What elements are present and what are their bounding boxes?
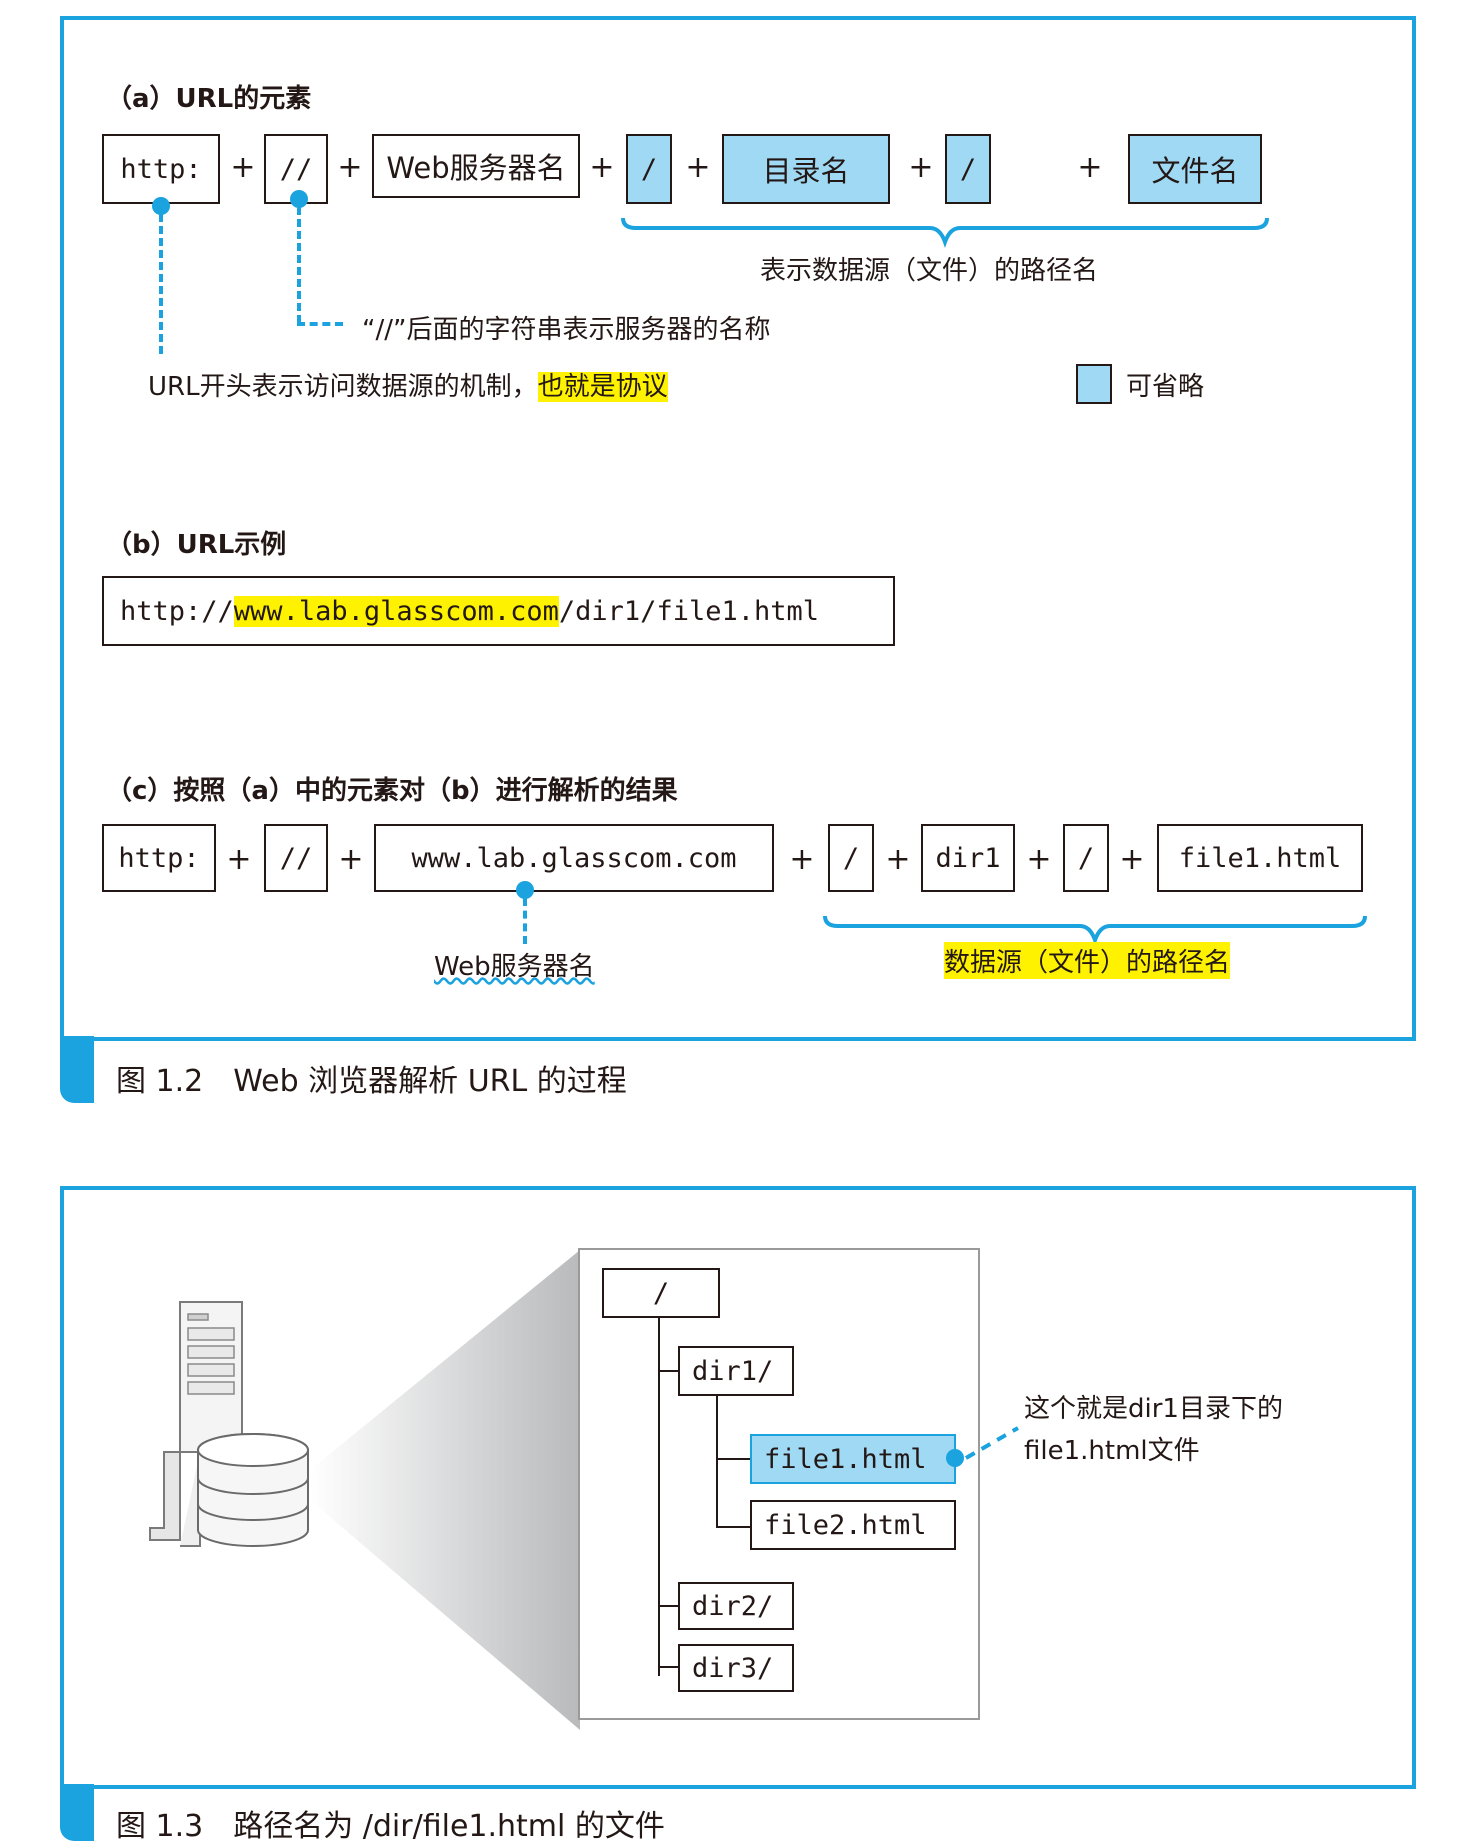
parsed-http: http: (102, 824, 216, 892)
url-element-dir-optional: 目录名 (722, 134, 890, 204)
plus-sign: + (1119, 842, 1145, 877)
file1-note-line2: file1.html文件 (1024, 1436, 1200, 1466)
tree-dir1: dir1/ (678, 1346, 794, 1396)
tree-root: / (602, 1268, 720, 1318)
section-b-title: （b）URL示例 (106, 530, 287, 560)
parsed-dir: dir1 (921, 824, 1015, 892)
tree-file2: file2.html (750, 1500, 956, 1550)
plus-sign: + (589, 150, 615, 185)
tree-line (716, 1526, 752, 1528)
plus-sign: + (789, 842, 815, 877)
url-example-scheme: http:// (120, 595, 234, 627)
path-label: 数据源（文件）的路径名 (944, 942, 1231, 979)
section-a-title: （a）URL的元素 (106, 84, 312, 114)
callout-line (965, 1426, 1019, 1460)
path-brace-label: 表示数据源（文件）的路径名 (760, 256, 1099, 286)
plus-sign: + (885, 842, 911, 877)
section-c-title: （c）按照（a）中的元素对（b）进行解析的结果 (106, 776, 678, 806)
file1-note-line1: 这个就是dir1目录下的 (1024, 1394, 1283, 1424)
tree-line (658, 1605, 680, 1607)
path-brace (621, 217, 1269, 248)
legend-swatch (1076, 364, 1112, 404)
zoom-projection (310, 1250, 580, 1730)
tree-line (658, 1318, 660, 1676)
url-element-server: Web服务器名 (372, 134, 580, 198)
url-element-slash-optional: / (626, 134, 672, 204)
parsed-slash: / (828, 824, 874, 892)
server-database-icon (149, 1301, 309, 1547)
callout-line (159, 214, 163, 354)
legend-label: 可省略 (1126, 372, 1205, 402)
directory-tree-panel (578, 1248, 980, 1720)
callout-dot (152, 197, 170, 215)
callout-line (523, 898, 527, 944)
callout-line (297, 207, 301, 323)
note-scheme-text: URL开头表示访问数据源的机制， (148, 372, 538, 402)
plus-sign: + (685, 150, 711, 185)
tree-dir3: dir3/ (678, 1644, 794, 1692)
parsed-server: www.lab.glasscom.com (374, 824, 774, 892)
plus-sign: + (338, 842, 364, 877)
url-example-box: http://www.lab.glasscom.com/dir1/file1.h… (102, 576, 895, 646)
callout-line (297, 322, 343, 326)
parsed-slashes: // (264, 824, 328, 892)
figure-1-2-caption: 图 1.2 Web 浏览器解析 URL 的过程 (116, 1064, 627, 1099)
plus-sign: + (908, 150, 934, 185)
plus-sign: + (230, 150, 256, 185)
url-example-host: www.lab.glasscom.com (233, 595, 559, 627)
note-slashes: “//”后面的字符串表示服务器的名称 (362, 315, 771, 345)
url-example-path: /dir1/file1.html (558, 595, 819, 627)
callout-dot (516, 881, 534, 899)
parsed-file: file1.html (1157, 824, 1363, 892)
tree-line (716, 1458, 752, 1460)
caption-tab (60, 1784, 94, 1841)
server-label: Web服务器名 (434, 952, 595, 982)
plus-sign: + (337, 150, 363, 185)
plus-sign: + (226, 842, 252, 877)
figure-1-3-caption: 图 1.3 路径名为 /dir/file1.html 的文件 (116, 1809, 665, 1844)
note-scheme-highlight: 也就是协议 (537, 372, 668, 402)
url-element-slash-optional: / (945, 134, 991, 204)
tree-line (716, 1396, 718, 1526)
plus-sign: + (1077, 150, 1103, 185)
callout-dot (946, 1449, 964, 1467)
parsed-slash: / (1063, 824, 1109, 892)
tree-line (658, 1666, 680, 1668)
tree-file1-highlighted: file1.html (750, 1434, 956, 1484)
tree-dir2: dir2/ (678, 1582, 794, 1630)
note-scheme: URL开头表示访问数据源的机制，也就是协议 (148, 366, 668, 403)
path-brace (823, 915, 1367, 946)
plus-sign: + (1026, 842, 1052, 877)
caption-tab (60, 1036, 94, 1103)
url-element-http: http: (102, 134, 220, 204)
tree-line (658, 1370, 680, 1372)
callout-dot (290, 190, 308, 208)
url-element-file-optional: 文件名 (1128, 134, 1262, 204)
